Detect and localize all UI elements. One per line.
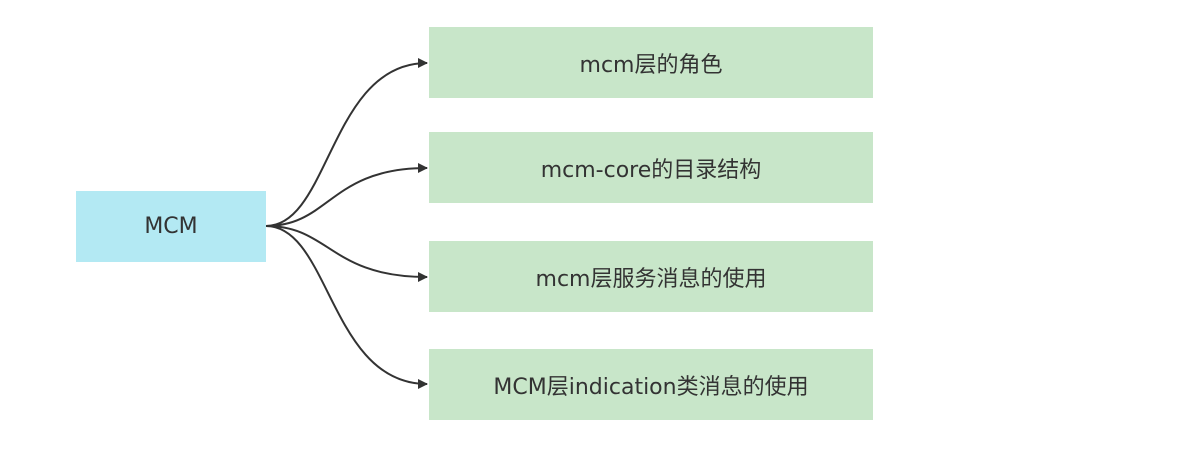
child-node-label: mcm层服务消息的使用 bbox=[535, 266, 767, 292]
connector-to-child-1 bbox=[265, 163, 428, 227]
connector-to-child-0 bbox=[265, 58, 428, 227]
connector-to-child-3 bbox=[265, 225, 428, 389]
root-node[interactable]: MCM bbox=[76, 191, 266, 262]
child-node-label: mcm-core的目录结构 bbox=[540, 157, 762, 183]
root-node-label: MCM bbox=[144, 214, 198, 239]
child-node-label: MCM层indication类消息的使用 bbox=[493, 374, 809, 400]
child-node-label: mcm层的角色 bbox=[579, 52, 723, 78]
connector-to-child-2 bbox=[265, 225, 428, 282]
child-node-role[interactable]: mcm层的角色 bbox=[429, 27, 873, 98]
child-node-service-messages[interactable]: mcm层服务消息的使用 bbox=[429, 241, 873, 312]
child-node-directory-structure[interactable]: mcm-core的目录结构 bbox=[429, 132, 873, 203]
child-node-indication-messages[interactable]: MCM层indication类消息的使用 bbox=[429, 349, 873, 420]
